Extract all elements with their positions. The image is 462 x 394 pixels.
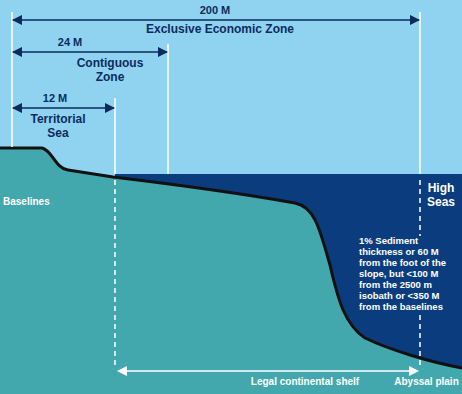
distance-label: 200 M — [175, 4, 255, 17]
contiguous-limit — [167, 44, 169, 174]
baseline-limit — [11, 12, 13, 147]
territorial-limit-dashed — [114, 180, 116, 366]
seabed-fill — [0, 148, 462, 394]
eez-dimension-arrow — [13, 19, 419, 21]
baseline-label: Baselines — [3, 196, 73, 208]
shelf-label: Legal continental shelf — [240, 376, 370, 388]
territorial-limit — [114, 98, 116, 174]
distance-label: 24 M — [40, 36, 100, 49]
zone-name: High Seas — [422, 182, 460, 210]
shelf-dimension-arrow — [118, 370, 418, 372]
territorial-dimension-arrow — [13, 107, 114, 109]
zone-name: Exclusive Economic Zone — [110, 23, 330, 37]
eez-limit — [419, 12, 421, 174]
shelf-limit-note: 1% Sediment thickness or 60 M from the f… — [358, 236, 460, 312]
distance-label: 12 M — [30, 92, 80, 105]
plain-label: Abyssal plain — [393, 376, 460, 388]
seabed-outline — [0, 148, 462, 368]
zone-name: Territorial Sea — [20, 113, 96, 141]
contiguous-dimension-arrow — [13, 51, 167, 53]
zone-name: Contiguous Zone — [70, 57, 150, 85]
